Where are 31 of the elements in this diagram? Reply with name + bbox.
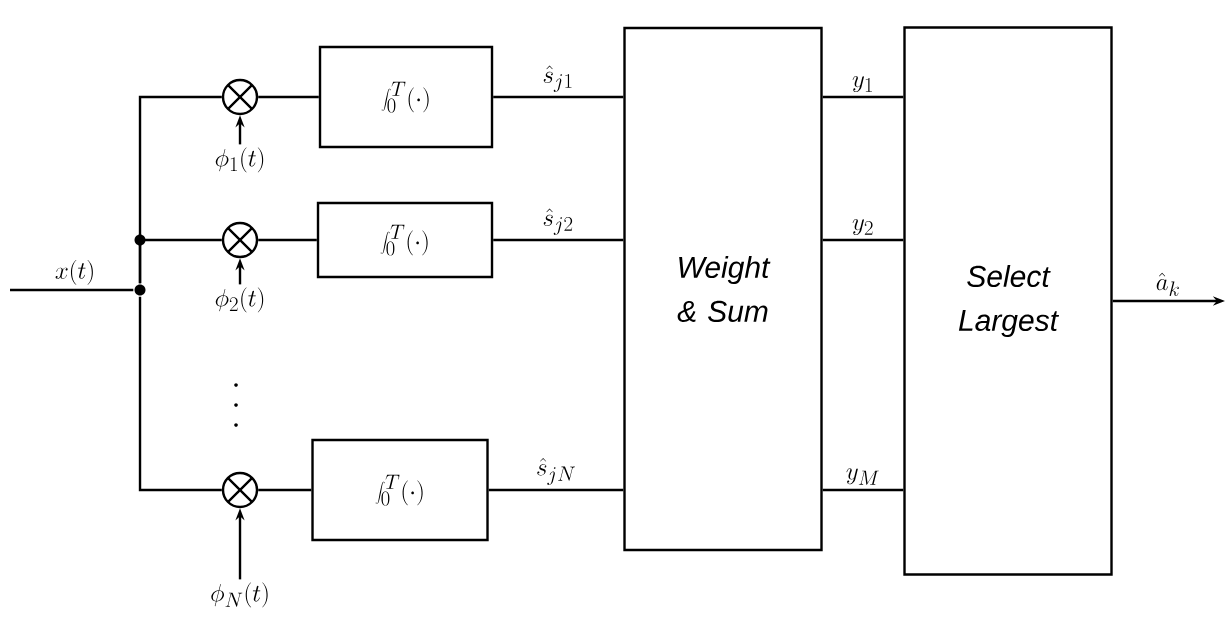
edge-label: $x(t)$ (55, 259, 93, 285)
signal-label: $\phi_N(t)$ (211, 582, 268, 608)
integrator-box: $\int_0^T (\cdot)$ (316, 201, 494, 279)
connector (493, 95, 624, 99)
connector (822, 488, 904, 492)
edge-label: $y_M$ (846, 468, 879, 485)
integrator-box: $\int_0^T (\cdot)$ (311, 438, 489, 542)
edge-label: $y_2$ (852, 219, 873, 236)
connector (822, 238, 904, 242)
integrator-box: $\int_0^T (\cdot)$ (318, 45, 494, 149)
connector (493, 238, 624, 242)
connector (822, 95, 904, 99)
connector (258, 238, 317, 242)
multiplier-symbol (221, 221, 259, 259)
connector (258, 488, 312, 492)
process-box: Select Largest (903, 26, 1113, 576)
connector (138, 238, 222, 284)
connector (258, 95, 319, 99)
connector (488, 488, 624, 492)
connector (10, 288, 134, 292)
edge-label: $\hat{s}_{jN}$ (537, 457, 575, 485)
edge-label: $\hat{a}_k$ (1156, 272, 1179, 296)
signal-label: $\phi_1(t)$ (215, 147, 264, 173)
edge-label: $y_1$ (852, 76, 872, 93)
connector (138, 296, 222, 492)
process-box: Weight & Sum (623, 26, 823, 552)
multiplier-symbol (221, 78, 259, 116)
multiplier-symbol (221, 471, 259, 509)
edge-label: $\hat{s}_{j2}$ (543, 208, 573, 235)
edge-label: $\hat{s}_{j1}$ (543, 65, 572, 92)
signal-label: $\phi_2(t)$ (215, 287, 264, 313)
